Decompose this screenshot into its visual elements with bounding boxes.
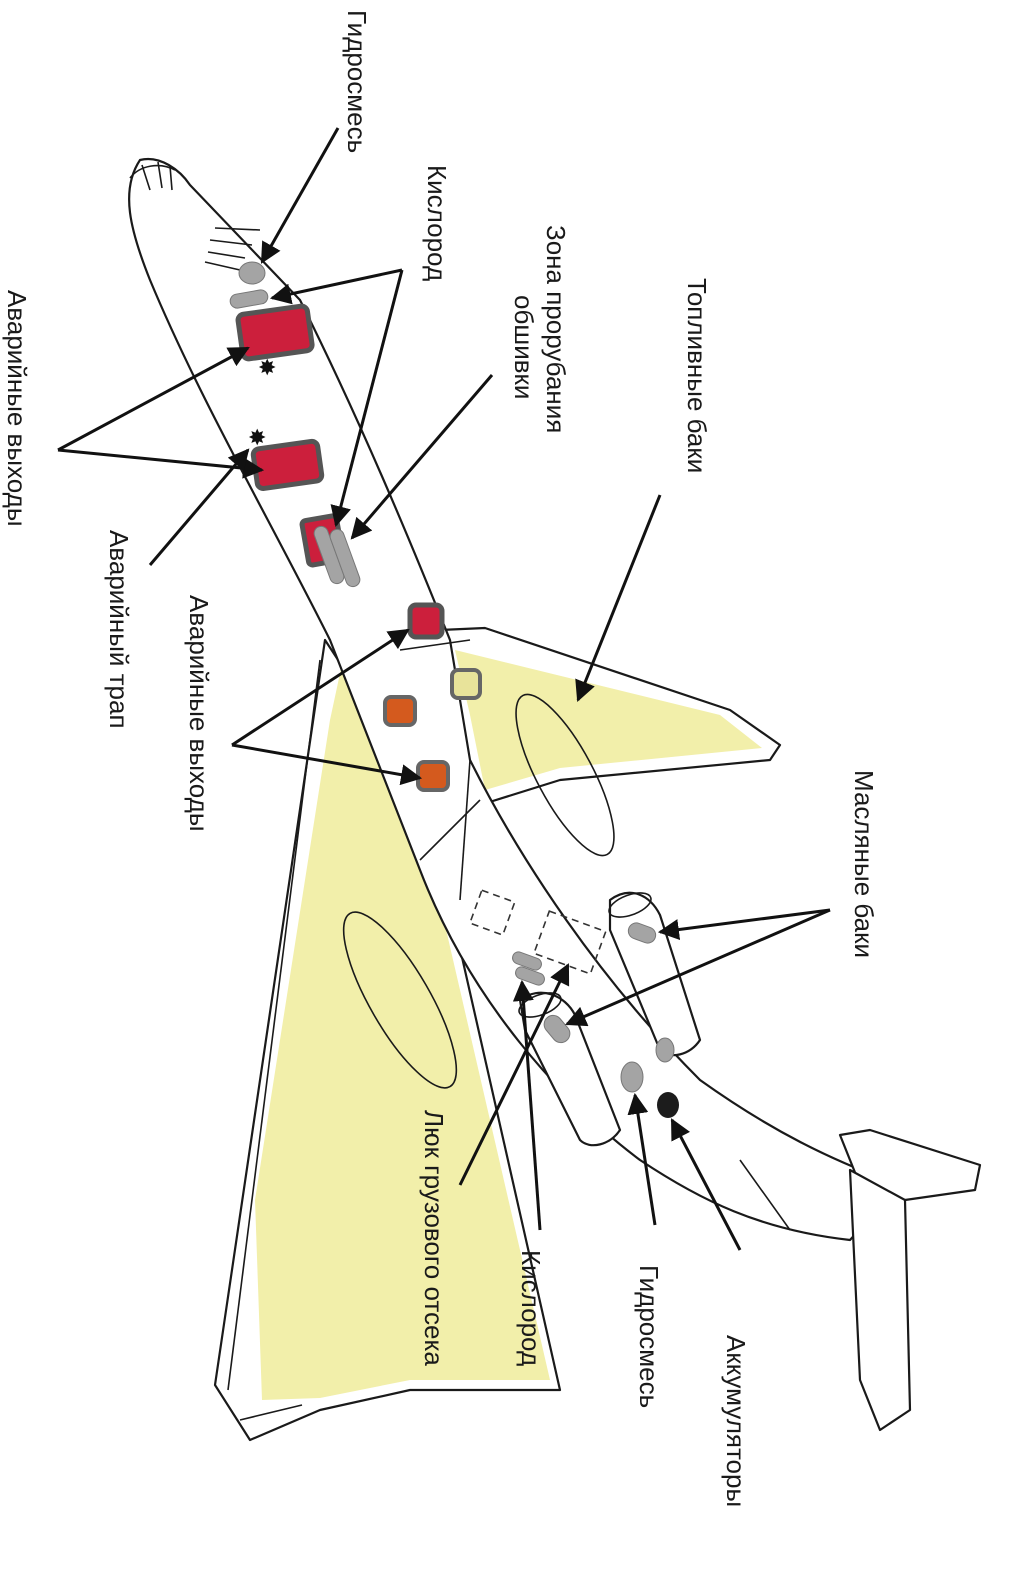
hydraulic-tank-rear xyxy=(621,1062,643,1092)
battery xyxy=(657,1092,679,1118)
label-cutting-zone-1: Зона прорубания xyxy=(541,225,571,433)
label-oil-tanks: Масляные баки xyxy=(849,770,879,958)
extra-tank-rear xyxy=(656,1038,674,1062)
label-batteries: Аккумуляторы xyxy=(721,1335,751,1507)
label-oxygen-front: Кислород xyxy=(422,165,452,281)
label-hydraulic-rear: Гидросмесь xyxy=(634,1265,664,1408)
label-cutting-zone-2: обшивки xyxy=(509,295,539,399)
label-hydraulic-front: Гидросмесь xyxy=(342,10,372,153)
ladder-marker-2: ✸ xyxy=(248,426,266,451)
label-cargo-hatch: Люк грузового отсека xyxy=(419,1110,449,1366)
label-emergency-ladder: Аварийный трап xyxy=(104,530,134,729)
label-fuel-tanks: Топливные баки xyxy=(682,278,712,473)
label-emergency-exits-wing: Аварийные выходы xyxy=(184,595,214,832)
wing-exit-1 xyxy=(410,605,442,637)
ladder-marker-1: ✸ xyxy=(258,356,276,381)
wing-exit-3 xyxy=(418,762,448,790)
label-emergency-exits-front: Аварийные выходы xyxy=(2,290,32,527)
hydraulic-tank-front xyxy=(239,262,265,284)
wing-exit-4 xyxy=(452,670,480,698)
wing-exit-2 xyxy=(385,697,415,725)
label-oxygen-rear: Кислород xyxy=(516,1250,546,1366)
emergency-exit-1 xyxy=(237,305,313,359)
